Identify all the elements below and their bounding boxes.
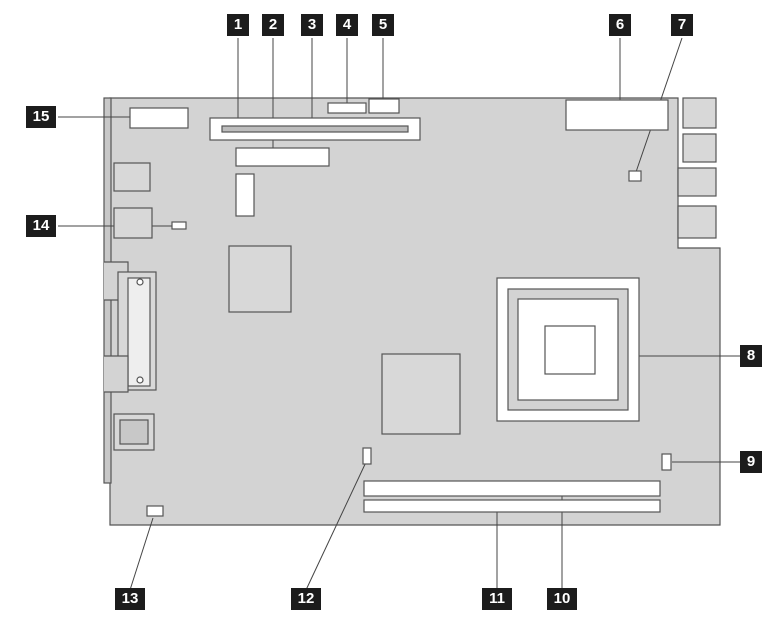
callout-6: 6 (609, 14, 631, 36)
processor-die (544, 325, 596, 375)
connector-5 (368, 98, 400, 114)
rear-port-right-2 (682, 133, 717, 163)
callout-13: 13 (115, 588, 145, 610)
callout-1: 1 (227, 14, 249, 36)
callout-10: 10 (547, 588, 577, 610)
callout-15: 15 (26, 106, 56, 128)
connector-2 (235, 147, 330, 167)
callout-14: 14 (26, 215, 56, 237)
callout-7: 7 (671, 14, 693, 36)
callout-9: 9 (740, 451, 762, 473)
rear-port-right-1 (682, 97, 717, 129)
callout-11: 11 (482, 588, 512, 610)
header-9 (661, 453, 672, 471)
chip-upper (228, 245, 292, 313)
jumper-7 (628, 170, 642, 182)
rear-port-right-4 (677, 205, 717, 239)
parallel-screw-top (136, 278, 144, 286)
pci-slot-1-inner (221, 125, 409, 133)
memory-slot-10 (363, 480, 661, 497)
callout-5: 5 (372, 14, 394, 36)
callout-3: 3 (301, 14, 323, 36)
header-15 (129, 107, 189, 129)
header-13 (146, 505, 164, 517)
header-12 (362, 447, 372, 465)
rear-port-a (113, 162, 151, 192)
leader-lines (58, 37, 740, 591)
connector-4 (327, 102, 367, 114)
rear-port-c-inner (119, 419, 149, 445)
rear-port-right-3 (677, 167, 717, 197)
rear-port-bracket-bottom (104, 355, 129, 393)
parallel-screw-bottom (136, 376, 144, 384)
callout-2: 2 (262, 14, 284, 36)
rear-port-b (113, 207, 153, 239)
callout-4: 4 (336, 14, 358, 36)
parallel-connector-body (127, 277, 151, 387)
connector-small-vertical (235, 173, 255, 217)
callout-8: 8 (740, 345, 762, 367)
chip-lower (381, 353, 461, 435)
callout-12: 12 (291, 588, 321, 610)
memory-slot-11 (363, 499, 661, 513)
power-connector-6 (565, 99, 669, 131)
header-14 (171, 221, 187, 230)
